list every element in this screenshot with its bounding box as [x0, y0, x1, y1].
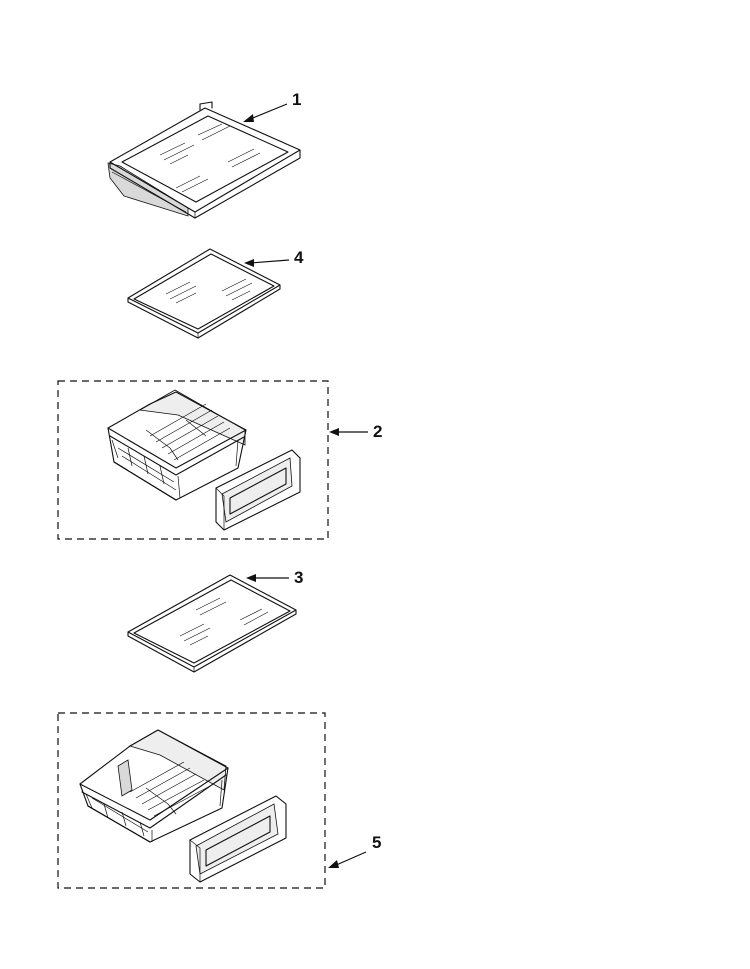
callout-label-2: 2 — [373, 422, 382, 441]
callout-1: 1 — [243, 90, 301, 122]
part-3-glass-shelf[interactable] — [127, 574, 297, 673]
part-2-drawer-cover[interactable] — [215, 449, 301, 531]
callout-5: 5 — [328, 833, 381, 868]
part-5-drawer-cover[interactable] — [189, 795, 287, 883]
part-5-crisper-drawer[interactable] — [79, 729, 229, 843]
callout-label-4: 4 — [294, 248, 304, 267]
part-5-group-box — [57, 712, 326, 889]
part-2-crisper-drawer[interactable] — [107, 389, 247, 501]
callout-label-3: 3 — [294, 568, 303, 587]
part-4-glass-shelf[interactable] — [127, 248, 281, 339]
callout-2: 2 — [329, 422, 382, 441]
part-2-group-box — [57, 380, 329, 540]
callout-label-5: 5 — [372, 833, 381, 852]
part-1-shelf-assembly[interactable] — [107, 101, 301, 219]
callout-label-1: 1 — [292, 90, 301, 109]
callout-4: 4 — [244, 248, 304, 267]
callout-3: 3 — [246, 568, 303, 587]
